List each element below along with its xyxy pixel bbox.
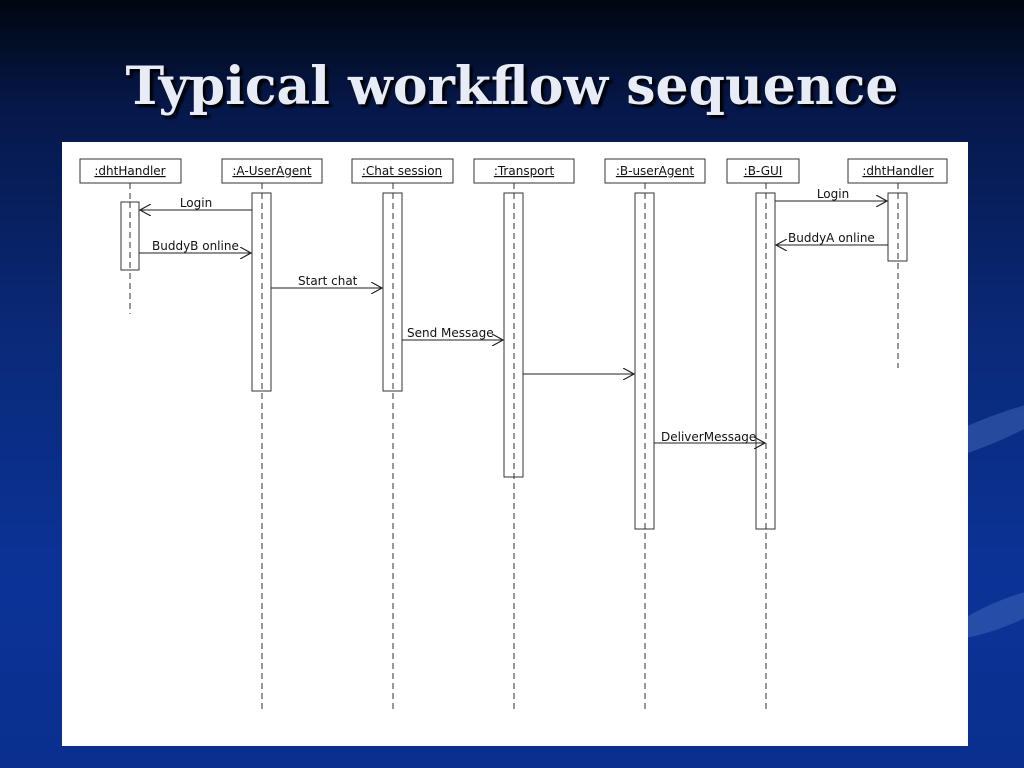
activation-bar	[251, 192, 272, 392]
participant-label: :Transport	[494, 164, 555, 178]
participant-label: :A-UserAgent	[232, 164, 311, 178]
participant-label: :dhtHandler	[862, 164, 933, 178]
message-label-buddya-online: BuddyA online	[788, 231, 875, 245]
participant-chat-session: :Chat session	[351, 158, 454, 184]
message-label-start-chat: Start chat	[298, 274, 358, 288]
participant-b-useragent: :B-userAgent	[604, 158, 706, 184]
message-label-send-message: Send Message	[407, 326, 494, 340]
message-label-buddyb-online: BuddyB online	[152, 239, 239, 253]
participant-transport: :Transport	[473, 158, 575, 184]
activation-bar	[382, 192, 403, 392]
slide-title: Typical workflow sequence	[125, 56, 899, 117]
participant-label: :B-GUI	[744, 164, 783, 178]
sequence-diagram: :dhtHandler :A-UserAgent :Chat session :…	[79, 158, 948, 712]
sequence-diagram-canvas: :dhtHandler :A-UserAgent :Chat session :…	[62, 142, 968, 746]
message-label-login-a: Login	[180, 196, 212, 210]
participant-a-useragent: :A-UserAgent	[221, 158, 323, 184]
message-label-deliver-message: DeliverMessage	[661, 430, 756, 444]
participant-dht-handler-b: :dhtHandler	[847, 158, 948, 184]
participant-dht-handler-a: :dhtHandler	[79, 158, 182, 184]
participant-b-gui: :B-GUI	[726, 158, 800, 184]
participant-label: :Chat session	[362, 164, 442, 178]
participant-label: :B-userAgent	[616, 164, 695, 178]
participant-label: :dhtHandler	[94, 164, 165, 178]
message-label-login-b: Login	[817, 187, 849, 201]
